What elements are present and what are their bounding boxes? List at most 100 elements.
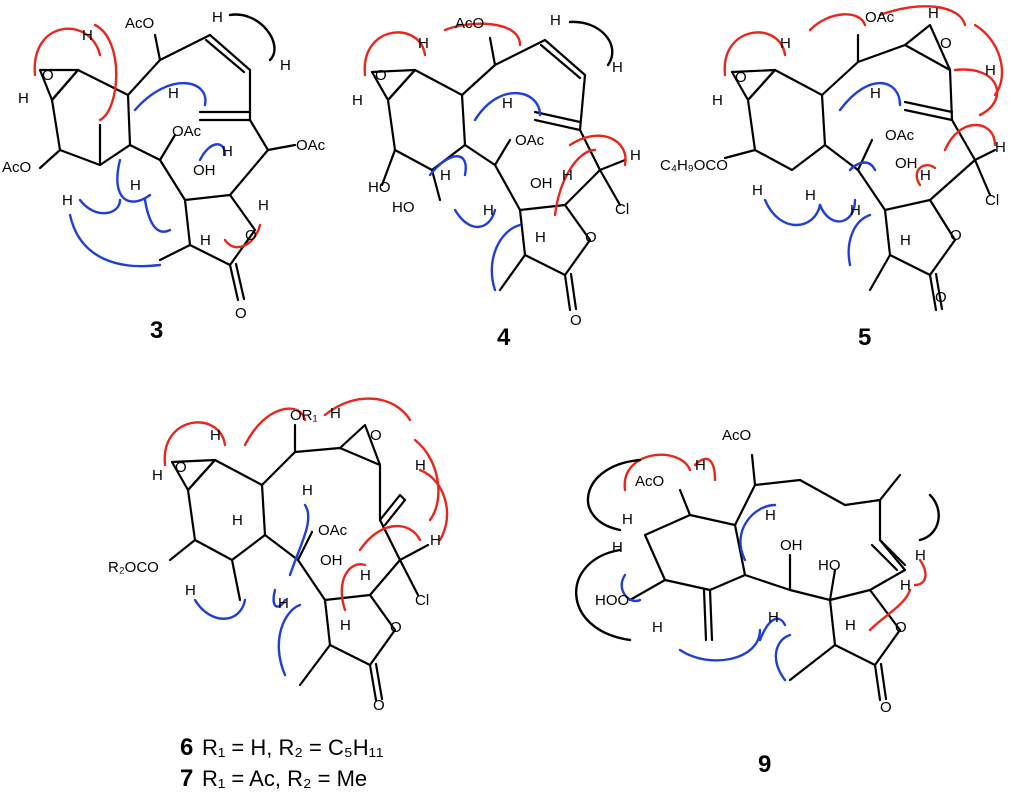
h-label: H	[18, 90, 29, 107]
epoxide-oxygen-label: O	[175, 459, 187, 476]
r2-ester-label: R₂OCO	[108, 559, 159, 576]
acetoxy-label: AcO	[455, 15, 484, 32]
h-label: H	[805, 187, 816, 204]
hydroxyl-label: HO	[818, 557, 841, 574]
h-label: H	[695, 457, 706, 474]
h-label: H	[483, 202, 494, 219]
h-label: H	[62, 192, 73, 209]
h-label: H	[900, 577, 911, 594]
acetoxy-label: OAc	[515, 132, 545, 149]
h-label: H	[985, 62, 996, 79]
compound-number: 3	[150, 317, 163, 344]
hydroxyl-label: OH	[320, 552, 343, 569]
h-label: H	[612, 59, 623, 76]
h-label: H	[535, 229, 546, 246]
h-label: H	[502, 95, 513, 112]
carbonyl-oxygen-label: O	[935, 289, 947, 306]
epoxide-oxygen-label: O	[735, 69, 747, 86]
compound-4-structure: AcO H O H H H H OAc HO HO H H OH H H Cl …	[352, 12, 641, 351]
epoxide-oxygen-label: O	[940, 35, 952, 52]
acetoxy-label: AcO	[635, 473, 664, 490]
h-label: H	[222, 143, 233, 160]
h-label: H	[278, 595, 289, 612]
hydroxyl-label: OH	[895, 155, 918, 172]
carbonyl-oxygen-label: O	[570, 312, 582, 329]
h-label: H	[768, 609, 779, 626]
h-label: H	[200, 232, 211, 249]
compound-number: 4	[497, 324, 511, 351]
h-label: H	[652, 619, 663, 636]
h-label: H	[130, 177, 141, 194]
chlorine-label: Cl	[985, 192, 999, 209]
h-label: H	[612, 539, 623, 556]
lactone-oxygen-label: O	[245, 227, 257, 244]
h-label: H	[712, 92, 723, 109]
acetoxy-label: OAc	[172, 123, 202, 140]
h-label: H	[330, 405, 341, 422]
caption-7: 7 R₁ = Ac, R₂ = Me	[180, 765, 367, 792]
h-label: H	[630, 147, 641, 164]
h-label: H	[900, 232, 911, 249]
acetoxy-label: OAc	[885, 127, 915, 144]
h-label: H	[622, 511, 633, 528]
h-label: H	[352, 92, 363, 109]
h-label: H	[920, 167, 931, 184]
h-label: H	[995, 139, 1006, 156]
lactone-oxygen-label: O	[950, 227, 962, 244]
compound-number: 9	[758, 751, 771, 778]
lactone-oxygen-label: O	[585, 229, 597, 246]
h-label: H	[152, 467, 163, 484]
hydroxyl-label: OH	[780, 537, 803, 554]
carbonyl-oxygen-label: O	[235, 305, 247, 322]
h-label: H	[340, 617, 351, 634]
hydroperoxy-label: HOO	[595, 592, 629, 609]
lactone-oxygen-label: O	[895, 619, 907, 636]
hydroxyl-label: OH	[193, 162, 216, 179]
acetoxy-label: OAc	[318, 522, 348, 539]
epoxide-oxygen-label: O	[370, 427, 382, 444]
h-label: H	[550, 12, 561, 29]
ester-label: C₄H₉OCO	[660, 157, 728, 174]
compound-3-structure: AcO H H H O H H OAc OAc AcO H OH H H H O…	[2, 9, 326, 344]
acetoxy-label: OAc	[865, 9, 895, 26]
acetoxy-label: AcO	[2, 159, 31, 176]
h-label: H	[430, 532, 441, 549]
h-label: H	[440, 167, 451, 184]
h-label: H	[765, 507, 776, 524]
h-label: H	[915, 547, 926, 564]
h-label: H	[212, 9, 223, 26]
hydroxyl-label: OH	[530, 175, 553, 192]
h-label: H	[258, 197, 269, 214]
h-label: H	[562, 167, 573, 184]
hydroxyl-label: HO	[368, 179, 391, 196]
h-label: H	[870, 85, 881, 102]
compound-number: 5	[858, 324, 871, 351]
h-label: H	[210, 427, 221, 444]
caption-6: 6 R₁ = H, R₂ = C₅H₁₁	[180, 734, 383, 761]
h-label: H	[850, 202, 861, 219]
h-label: H	[928, 5, 939, 22]
epoxide-oxygen-label: O	[375, 67, 387, 84]
h-label: H	[185, 582, 196, 599]
carbonyl-oxygen-label: O	[373, 697, 385, 714]
compound-9-structure: AcO AcO H H H H OH HO H H HOO H H H O O …	[575, 427, 940, 778]
h-label: H	[360, 567, 371, 584]
h-label: H	[752, 182, 763, 199]
acetoxy-label: AcO	[125, 15, 154, 32]
compound-number: 6	[180, 734, 193, 761]
compound-number: 7	[180, 765, 193, 792]
acetoxy-label: OAc	[296, 137, 326, 154]
h-label: H	[82, 27, 93, 44]
substituent-definition: R₁ = Ac, R₂ = Me	[202, 766, 367, 791]
acetoxy-label: AcO	[722, 427, 751, 444]
h-label: H	[302, 482, 313, 499]
h-label: H	[168, 85, 179, 102]
compound-6-7-structure: OR₁ H H O O H H H H OAc OH H H R₂OCO H H…	[108, 397, 449, 792]
substituent-definition: R₁ = H, R₂ = C₅H₁₁	[202, 735, 383, 760]
h-label: H	[845, 617, 856, 634]
or1-label: OR₁	[290, 407, 318, 424]
chlorine-label: Cl	[615, 201, 629, 218]
chlorine-label: Cl	[415, 592, 429, 609]
